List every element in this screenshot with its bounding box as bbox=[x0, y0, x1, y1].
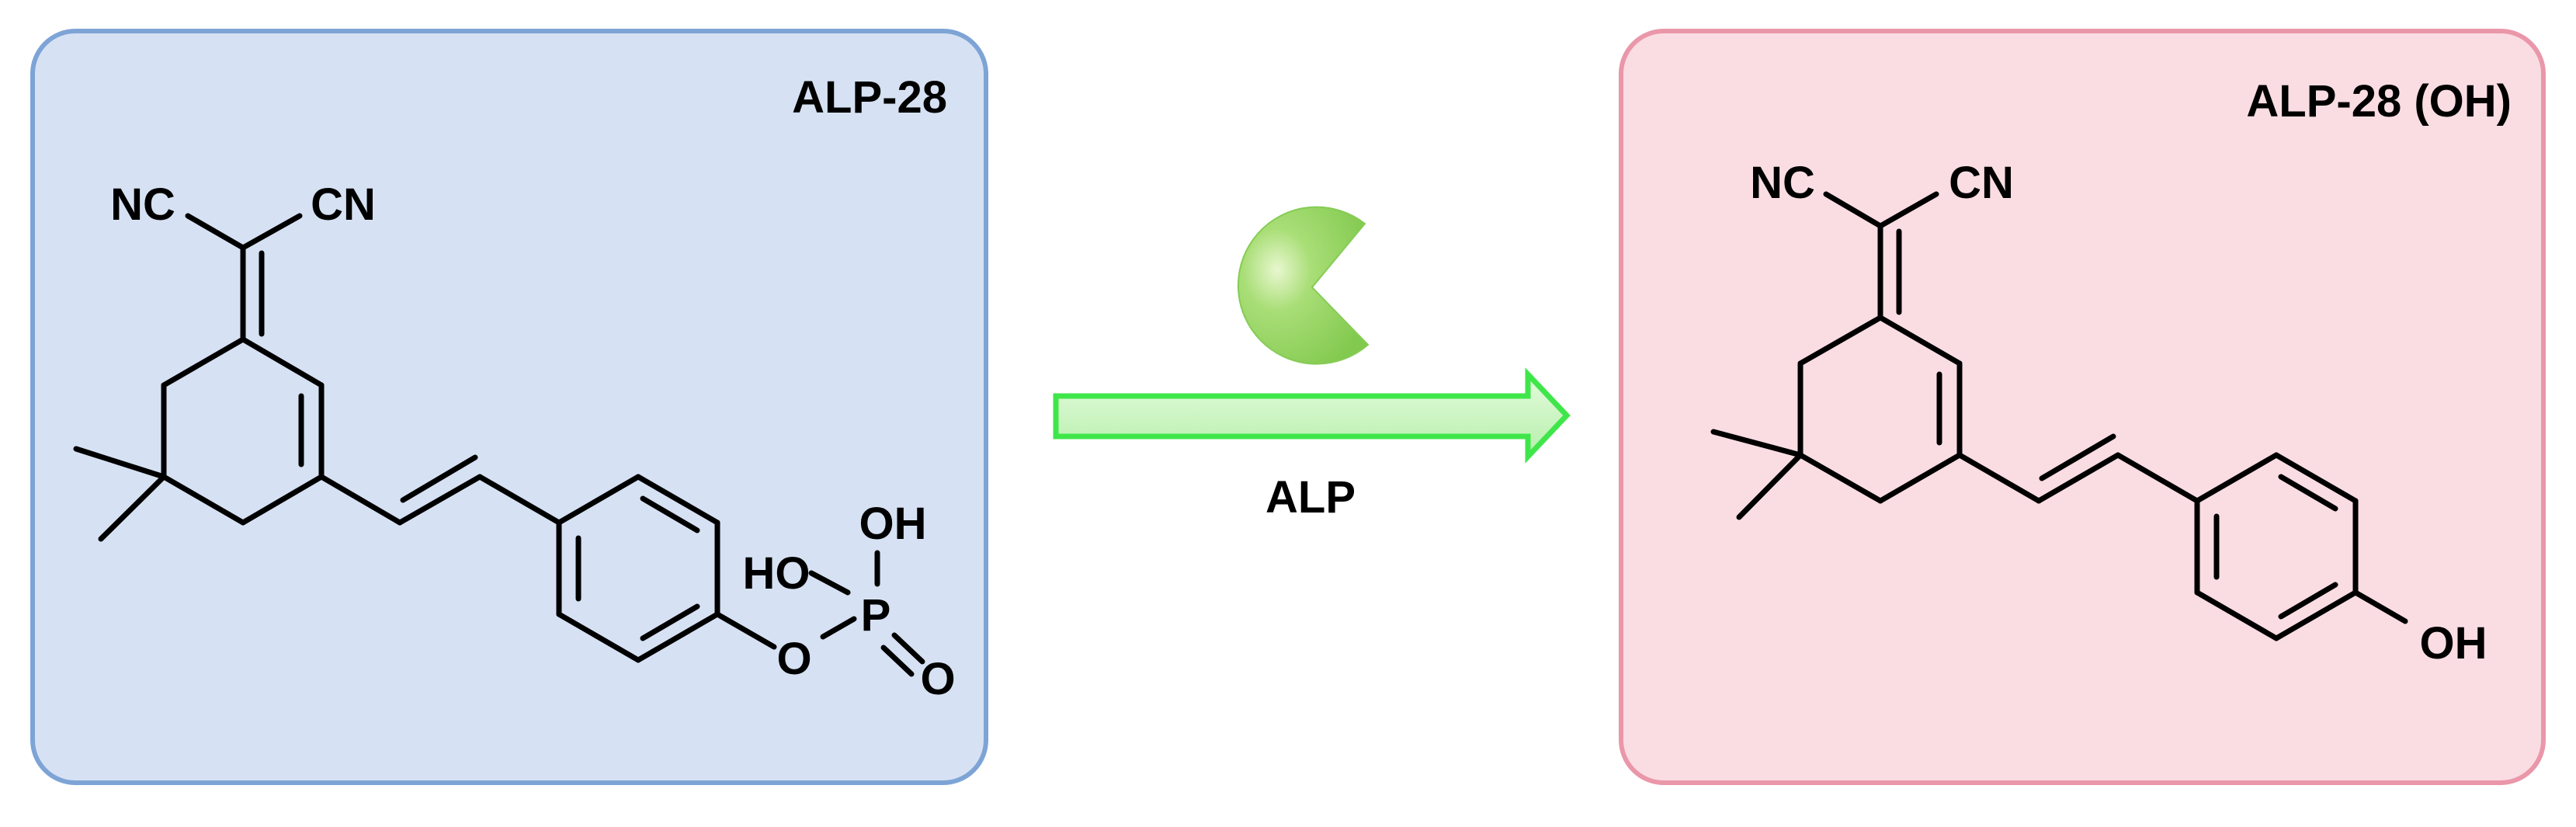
pacman-icon bbox=[1237, 206, 1370, 365]
product-bonds bbox=[1710, 191, 2408, 641]
reactant-panel bbox=[30, 29, 988, 785]
atom-cn: CN bbox=[1949, 158, 2014, 208]
reactant-bonds bbox=[73, 213, 925, 677]
atom-oh-top: OH bbox=[859, 499, 927, 549]
product-panel bbox=[1619, 29, 2546, 785]
reaction-arrow bbox=[1053, 367, 1571, 464]
atom-nc: NC bbox=[110, 179, 175, 230]
atom-ho: HO bbox=[743, 548, 811, 599]
atom-p: P bbox=[861, 590, 891, 641]
atom-nc: NC bbox=[1750, 158, 1815, 208]
reactant-molecule: NC CN OH HO P O O bbox=[73, 179, 956, 704]
atom-cn: CN bbox=[311, 179, 376, 230]
reactant-title: ALP-28 bbox=[792, 72, 947, 123]
product-title: ALP-28 (OH) bbox=[2246, 76, 2512, 127]
atom-oh: OH bbox=[2420, 618, 2487, 669]
atom-o-double: O bbox=[920, 654, 955, 704]
product-molecule: NC CN OH bbox=[1710, 158, 2487, 669]
atom-o-ester: O bbox=[776, 634, 811, 684]
arrow-label: ALP bbox=[1265, 472, 1356, 523]
